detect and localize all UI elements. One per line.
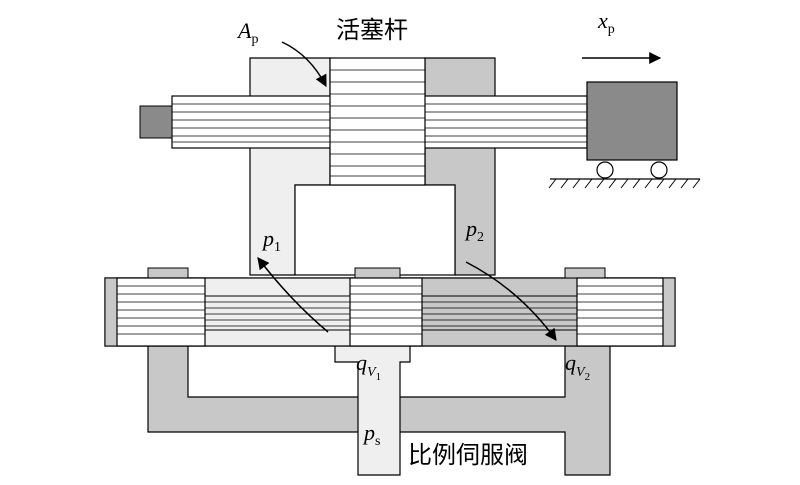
displacement-label: xp	[597, 8, 615, 37]
flow-arrow-2	[465, 261, 557, 341]
inner-block	[294, 184, 456, 276]
area-pointer-arrow	[281, 41, 327, 88]
piston-rod-label: 活塞杆	[336, 16, 408, 44]
servo-valve-label: 比例伺服阀	[408, 441, 528, 469]
flow-arrow-1	[257, 257, 329, 333]
load-cart	[586, 81, 678, 179]
spool-land-left	[116, 277, 206, 347]
piston-head	[329, 57, 426, 186]
supply-line	[334, 344, 411, 476]
ground	[548, 178, 701, 189]
spool-land-middle	[349, 277, 423, 347]
qv1-label: qV1	[356, 350, 381, 383]
ps-label: ps	[362, 420, 380, 449]
rod-end-cap	[139, 105, 173, 139]
area-label: Ap	[236, 18, 258, 47]
p2-label: p2	[464, 216, 484, 245]
spool-land-right	[576, 277, 664, 347]
qv2-label: qV2	[565, 350, 590, 383]
p1-label: p1	[261, 226, 281, 255]
